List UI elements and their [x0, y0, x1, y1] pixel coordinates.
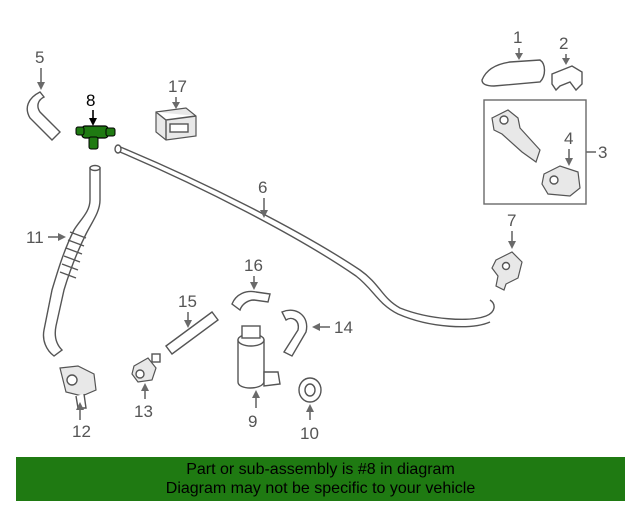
- leader-11-arrow: [58, 233, 66, 241]
- callout-1: 1: [513, 28, 522, 47]
- callout-9: 9: [248, 412, 257, 431]
- leader-8-arrow: [89, 118, 97, 126]
- callout-12: 12: [72, 422, 91, 441]
- part-9-washer-pump[interactable]: [237, 325, 281, 389]
- callout-2: 2: [559, 34, 568, 53]
- part-12-elbow-fitting[interactable]: [59, 365, 97, 409]
- part-15-hose[interactable]: [165, 311, 219, 355]
- part-10-grommet[interactable]: [298, 377, 322, 403]
- part-13-connector[interactable]: [131, 353, 161, 383]
- callout-13: 13: [134, 402, 153, 421]
- leader-15-arrow: [184, 320, 192, 328]
- callout-7: 7: [507, 211, 516, 230]
- leader-17-arrow: [172, 102, 180, 109]
- leader-12-arrow: [76, 402, 84, 410]
- callout-14: 14: [334, 318, 353, 337]
- info-banner: Part or sub-assembly is #8 in diagram Di…: [16, 457, 625, 501]
- callout-15: 15: [178, 292, 197, 311]
- callout-3: 3: [598, 143, 607, 162]
- leader-4-arrow: [565, 158, 573, 166]
- leader-10-arrow: [306, 404, 314, 412]
- part-17-module[interactable]: [155, 107, 197, 141]
- part-3-assembly-box[interactable]: [483, 99, 587, 205]
- part-1-cover[interactable]: [481, 59, 546, 87]
- part-11-corrugated-hose[interactable]: [42, 164, 101, 357]
- callout-10: 10: [300, 424, 319, 443]
- callout-17: 17: [168, 77, 187, 96]
- callout-5: 5: [35, 48, 44, 67]
- part-6-long-hose[interactable]: [114, 144, 495, 328]
- parts-diagram: 5 8 17 6 11 12: [26, 28, 607, 443]
- part-5-hose[interactable]: [26, 91, 61, 141]
- callout-6: 6: [258, 178, 267, 197]
- callout-8: 8: [86, 91, 95, 110]
- part-2-bracket[interactable]: [551, 65, 583, 92]
- leader-9-arrow: [252, 390, 260, 398]
- leader-16-arrow: [250, 282, 258, 290]
- callout-16: 16: [244, 256, 263, 275]
- leader-7-arrow: [508, 241, 516, 249]
- part-7-nozzle[interactable]: [491, 251, 523, 291]
- callout-4: 4: [564, 129, 573, 148]
- part-14-hose[interactable]: [281, 309, 308, 357]
- banner-line-2: Diagram may not be specific to your vehi…: [165, 480, 476, 497]
- part-4-actuator[interactable]: [541, 165, 581, 197]
- leader-6-arrow: [260, 210, 268, 218]
- leader-14-arrow: [312, 323, 320, 331]
- part-8-connector[interactable]: [75, 125, 116, 150]
- part-16-hose[interactable]: [231, 290, 271, 312]
- banner-line-1: Part or sub-assembly is #8 in diagram: [186, 461, 455, 478]
- callout-11: 11: [26, 228, 44, 247]
- leader-1-arrow: [515, 53, 523, 60]
- leader-5-arrow: [37, 82, 45, 90]
- leader-2-arrow: [562, 58, 570, 65]
- leader-13-arrow: [141, 383, 149, 391]
